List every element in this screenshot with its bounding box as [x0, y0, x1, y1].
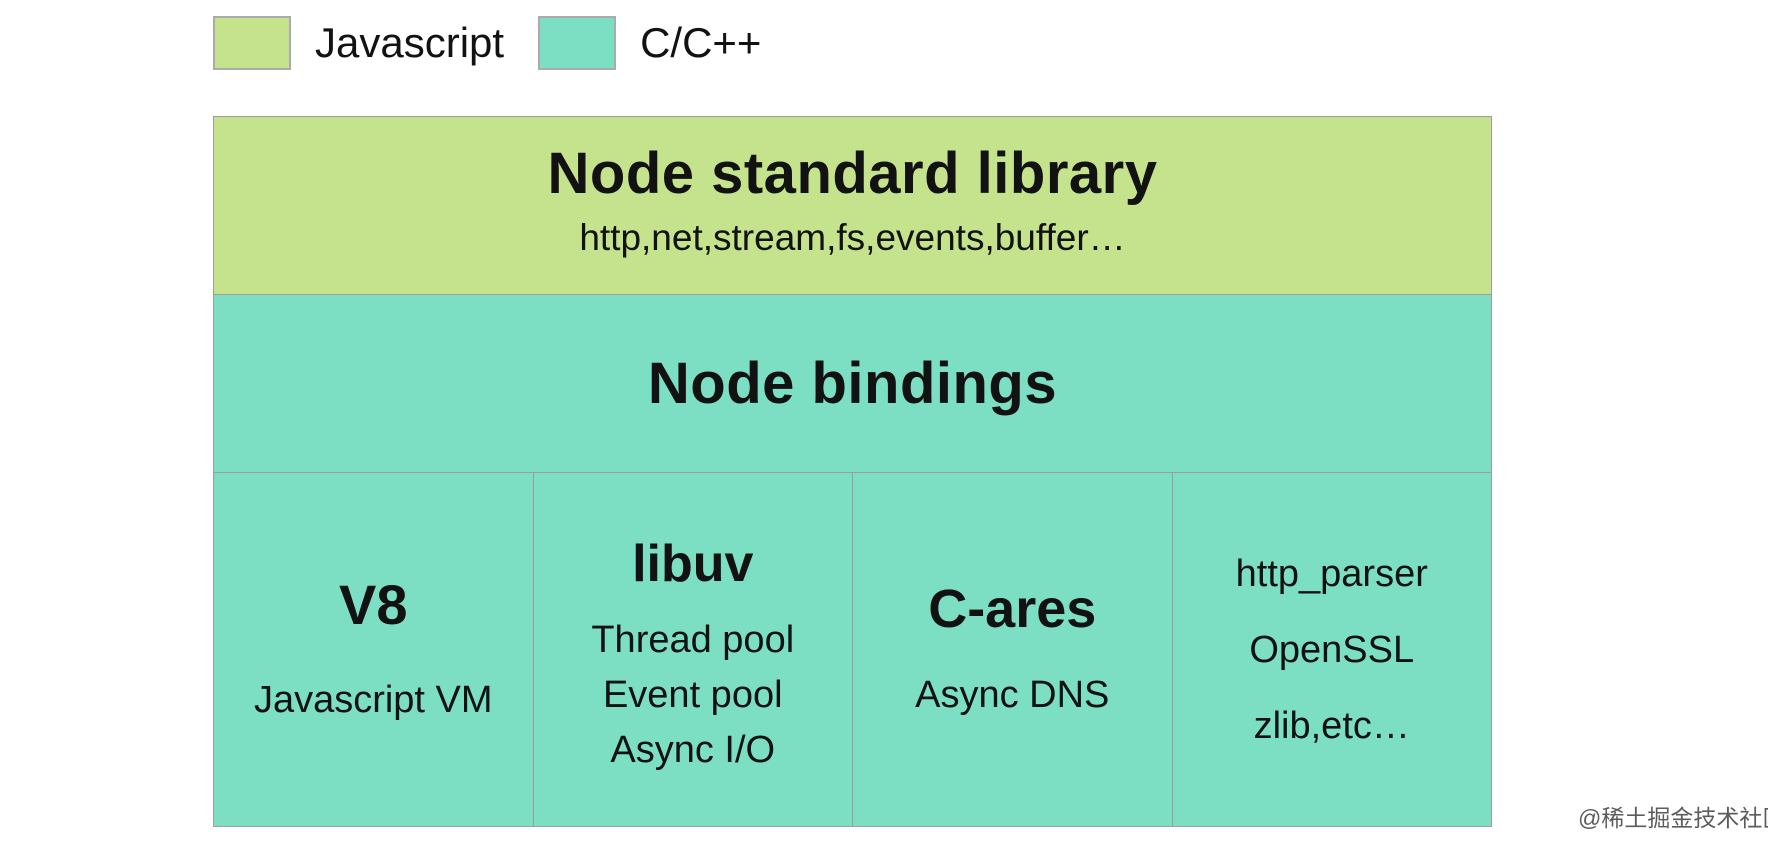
legend-swatch-c-cpp: [538, 16, 617, 70]
legend-label-javascript: Javascript: [315, 19, 505, 66]
component-v8: V8 Javascript VM: [214, 473, 533, 826]
node-standard-library-title: Node standard library: [547, 141, 1158, 207]
legend-label-c-cpp: C/C++: [640, 19, 762, 66]
component-misc-libs: http_parser OpenSSL zlib,etc…: [1171, 473, 1492, 826]
component-libuv: libuv Thread pool Event pool Async I/O: [532, 473, 853, 826]
component-openssl: OpenSSL: [1249, 628, 1415, 671]
legend: Javascript C/C++: [213, 14, 761, 72]
component-c-ares-description: Async DNS: [915, 674, 1110, 716]
architecture-stack: Node standard library http,net,stream,fs…: [213, 116, 1492, 827]
node-standard-library-modules: http,net,stream,fs,events,buffer…: [579, 217, 1126, 259]
layer-node-bindings: Node bindings: [214, 294, 1491, 472]
component-libuv-feature-thread-pool: Thread pool: [591, 619, 795, 662]
component-v8-title: V8: [339, 573, 408, 637]
component-v8-description: Javascript VM: [253, 679, 493, 722]
component-zlib-etc: zlib,etc…: [1253, 704, 1410, 747]
component-c-ares: C-ares Async DNS: [852, 473, 1172, 826]
component-http-parser: http_parser: [1235, 552, 1428, 595]
component-libuv-title: libuv: [632, 534, 754, 593]
node-bindings-title: Node bindings: [647, 350, 1058, 416]
layer-core-components: V8 Javascript VM libuv Thread pool Event…: [214, 472, 1491, 826]
layer-node-standard-library: Node standard library http,net,stream,fs…: [214, 117, 1491, 294]
legend-swatch-javascript: [213, 16, 291, 70]
watermark-juejin-community: @稀土掘金技术社区: [1578, 805, 1768, 831]
component-c-ares-title: C-ares: [928, 579, 1097, 640]
component-libuv-feature-async-io: Async I/O: [610, 729, 776, 772]
component-libuv-feature-event-pool: Event pool: [602, 674, 783, 717]
